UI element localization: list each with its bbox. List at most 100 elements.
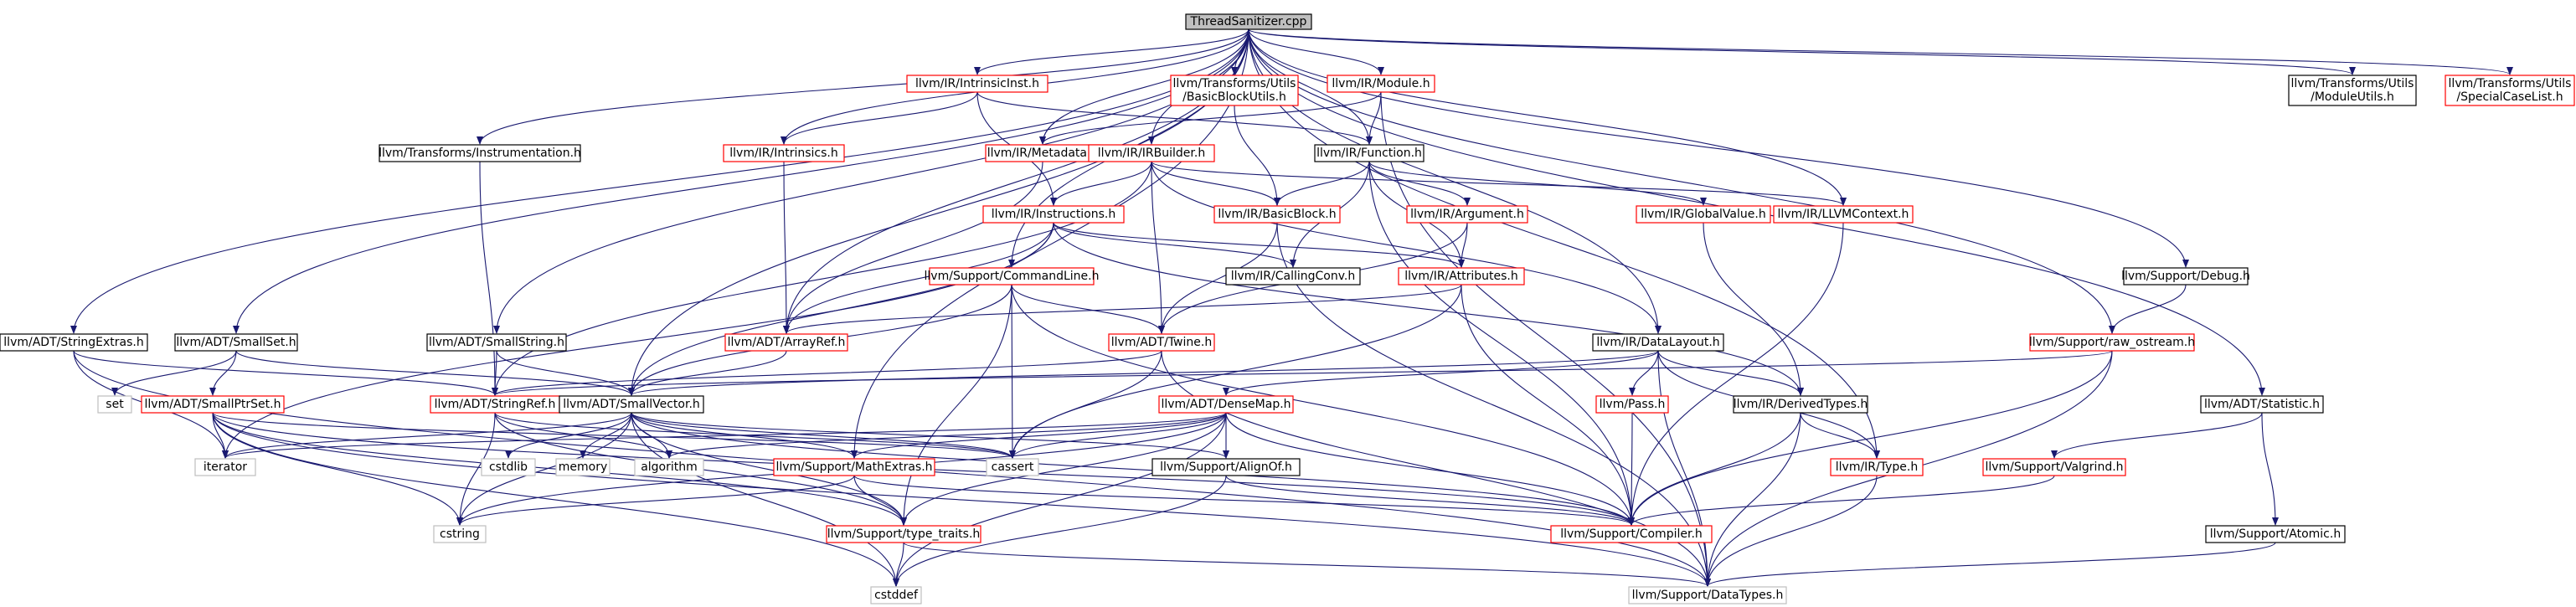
edge-instructions-to-arrayref — [783, 222, 1054, 334]
node-iterator[interactable]: iterator — [194, 458, 256, 476]
node-box-llvmcontext — [1773, 205, 1914, 224]
node-basicblock[interactable]: llvm/IR/BasicBlock.h — [1213, 205, 1341, 224]
node-label-instructions: llvm/IR/Instructions.h — [992, 208, 1116, 221]
node-root[interactable]: ThreadSanitizer.cpp — [1185, 13, 1312, 30]
edge-rawostream-to-stringref — [492, 350, 2113, 396]
node-stringref[interactable]: llvm/ADT/StringRef.h — [430, 395, 560, 414]
node-metadata[interactable]: llvm/IR/Metadata.h — [985, 144, 1100, 162]
node-bbu[interactable]: llvm/Transforms/Utils/BasicBlockUtils.h — [1170, 75, 1299, 106]
node-llvmcontext[interactable]: llvm/IR/LLVMContext.h — [1773, 205, 1914, 224]
node-smallvector[interactable]: llvm/ADT/SmallVector.h — [559, 395, 704, 414]
node-pass[interactable]: llvm/Pass.h — [1595, 395, 1669, 414]
node-label-bbu: /BasicBlockUtils.h — [1182, 90, 1286, 104]
node-module[interactable]: llvm/IR/Module.h — [1327, 75, 1435, 93]
node-box-basicblock — [1213, 205, 1341, 224]
node-scl[interactable]: llvm/Transforms/Utils/SpecialCaseList.h — [2445, 75, 2575, 106]
edge-intrinsics-to-arrayref — [782, 161, 790, 334]
node-box-valgrind — [1982, 458, 2126, 476]
node-set[interactable]: set — [97, 395, 132, 414]
node-label-datatypes: llvm/Support/DataTypes.h — [1632, 589, 1784, 602]
node-globalvalue[interactable]: llvm/IR/GlobalValue.h — [1636, 205, 1771, 224]
node-rawostream[interactable]: llvm/Support/raw_ostream.h — [2029, 333, 2195, 352]
edge-valgrind-to-compiler — [1628, 475, 2055, 526]
node-box-rawostream — [2029, 333, 2195, 352]
node-callingconv[interactable]: llvm/IR/CallingConv.h — [1225, 267, 1361, 285]
edge-densemap-to-cstddef — [893, 412, 1227, 587]
edge-root-to-module — [1248, 28, 1384, 75]
edge-debug-to-rawostream — [2109, 284, 2187, 334]
node-attributes[interactable]: llvm/IR/Attributes.h — [1398, 267, 1525, 285]
node-moduleutils[interactable]: llvm/Transforms/Utils/ModuleUtils.h — [2288, 75, 2417, 106]
node-box-alignof — [1151, 458, 1301, 476]
node-label-root: ThreadSanitizer.cpp — [1190, 15, 1307, 28]
node-label-metadata: llvm/IR/Metadata.h — [987, 147, 1099, 160]
edge-densemap-to-algorithm — [666, 412, 1227, 459]
node-irbuilder[interactable]: llvm/IR/IRBuilder.h — [1088, 144, 1215, 162]
edge-smallvector-to-cstdlib — [505, 412, 632, 459]
node-derivedtypes[interactable]: llvm/IR/DerivedTypes.h — [1733, 395, 1868, 414]
node-label-smallptrset: llvm/ADT/SmallPtrSet.h — [145, 398, 281, 411]
edge-basicblock-to-twine — [1158, 222, 1278, 334]
node-typetraits[interactable]: llvm/Support/type_traits.h — [826, 525, 981, 543]
node-algorithm[interactable]: algorithm — [634, 458, 704, 476]
node-atomic[interactable]: llvm/Support/Atomic.h — [2205, 525, 2346, 543]
node-box-debug — [2123, 267, 2249, 285]
edge-irbuilder-to-twine — [1151, 161, 1165, 334]
edge-root-to-instrumentation — [477, 28, 1249, 145]
edge-metadata-to-arrayref — [783, 161, 1043, 334]
node-datalayout[interactable]: llvm/IR/DataLayout.h — [1592, 333, 1724, 352]
node-debug[interactable]: llvm/Support/Debug.h — [2121, 267, 2250, 285]
node-cassert[interactable]: cassert — [986, 458, 1039, 476]
node-stringextras[interactable]: llvm/ADT/StringExtras.h — [0, 333, 148, 352]
node-memory[interactable]: memory — [555, 458, 611, 476]
node-arrayref[interactable]: llvm/ADT/ArrayRef.h — [724, 333, 848, 352]
edge-root-to-debug — [1248, 28, 2189, 268]
edge-datalayout-to-datatypes — [1657, 350, 1711, 587]
node-function[interactable]: llvm/IR/Function.h — [1314, 144, 1425, 162]
node-label-cstddef: cstddef — [874, 589, 919, 602]
node-box-smallvector — [559, 395, 704, 414]
node-label-debug: llvm/Support/Debug.h — [2121, 270, 2250, 283]
node-instrumentation[interactable]: llvm/Transforms/Instrumentation.h — [379, 144, 581, 162]
node-box-function — [1314, 144, 1425, 162]
edge-smallvector-to-cstring — [456, 412, 632, 526]
edge-densemap-to-mathextras — [851, 412, 1227, 459]
node-densemap[interactable]: llvm/ADT/DenseMap.h — [1158, 395, 1294, 414]
node-label-moduleutils: llvm/Transforms/Utils — [2291, 77, 2414, 90]
node-cstring[interactable]: cstring — [433, 525, 487, 543]
edge-smallvector-to-typetraits — [631, 412, 907, 526]
node-smallptrset[interactable]: llvm/ADT/SmallPtrSet.h — [141, 395, 285, 414]
edge-stringref-to-cstring — [456, 412, 496, 526]
node-label-irbuilder: llvm/IR/IRBuilder.h — [1098, 147, 1205, 160]
node-label-memory: memory — [559, 460, 608, 474]
node-label-commandline: llvm/Support/CommandLine.h — [925, 270, 1100, 283]
node-label-smallvector: llvm/ADT/SmallVector.h — [563, 398, 700, 411]
node-intrinsics[interactable]: llvm/IR/Intrinsics.h — [723, 144, 845, 162]
edge-datalayout-to-smallvector — [628, 350, 1659, 396]
node-cstdlib[interactable]: cstdlib — [481, 458, 536, 476]
edge-root-to-llvm_IR_IntrinsicInst_h — [974, 28, 1249, 75]
node-box-instructions — [982, 205, 1125, 224]
edge-densemap-to-typetraits — [900, 412, 1227, 526]
node-type[interactable]: llvm/IR/Type.h — [1830, 458, 1924, 476]
node-box-globalvalue — [1636, 205, 1771, 224]
node-smallset[interactable]: llvm/ADT/SmallSet.h — [174, 333, 298, 352]
node-twine[interactable]: llvm/ADT/Twine.h — [1108, 333, 1215, 352]
node-smallstring[interactable]: llvm/ADT/SmallString.h — [426, 333, 567, 352]
node-alignof[interactable]: llvm/Support/AlignOf.h — [1151, 458, 1301, 476]
edge-llvm_IR_IntrinsicInst_h-to-function — [976, 91, 1373, 145]
edge-pass-to-compiler — [1628, 412, 1636, 526]
edge-rawostream-to-compiler — [1628, 350, 2113, 526]
node-valgrind[interactable]: llvm/Support/Valgrind.h — [1982, 458, 2126, 476]
node-datatypes[interactable]: llvm/Support/DataTypes.h — [1628, 586, 1787, 604]
node-compiler[interactable]: llvm/Support/Compiler.h — [1550, 525, 1713, 543]
node-cstddef[interactable]: cstddef — [870, 586, 922, 604]
edge-irbuilder-to-datalayout — [1151, 161, 1662, 334]
node-statistic[interactable]: llvm/ADT/Statistic.h — [2200, 395, 2324, 414]
node-commandline[interactable]: llvm/Support/CommandLine.h — [925, 267, 1100, 285]
node-instructions[interactable]: llvm/IR/Instructions.h — [982, 205, 1125, 224]
node-box-bbu — [1170, 75, 1299, 106]
node-argument[interactable]: llvm/IR/Argument.h — [1406, 205, 1528, 224]
node-mathextras[interactable]: llvm/Support/MathExtras.h — [773, 458, 935, 476]
node-llvm_IR_IntrinsicInst_h[interactable]: llvm/IR/IntrinsicInst.h — [906, 75, 1048, 93]
